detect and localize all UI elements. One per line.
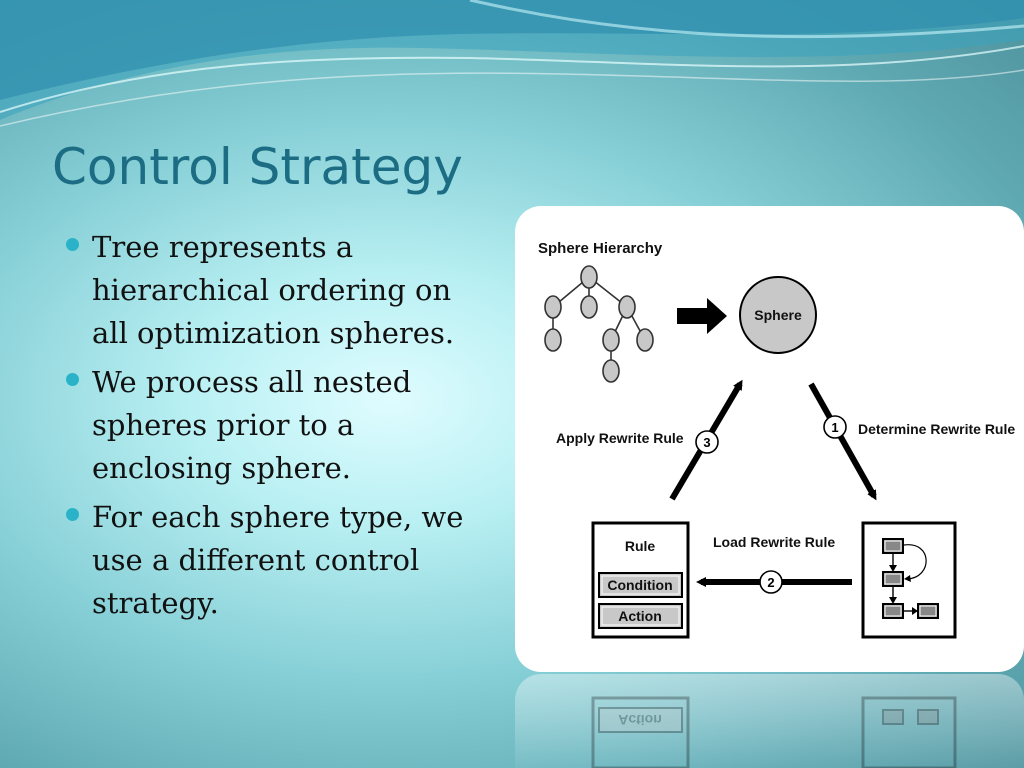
tree-node: [636, 328, 654, 352]
block-arrow: [677, 298, 727, 334]
action-box: [598, 603, 683, 629]
step1-label: Determine Rewrite Rule: [858, 421, 1015, 437]
reflection-action-label: Action: [618, 712, 662, 728]
decorative-waves: [0, 0, 1024, 127]
bullet-icon: [66, 373, 79, 386]
tree-node: [544, 328, 562, 352]
bullet-icon: [66, 238, 79, 251]
bullet-list: Tree represents a hierarchical ordering …: [66, 226, 496, 631]
bullet-text: We process all nested spheres prior to a…: [92, 365, 412, 485]
step2-badge: [759, 570, 783, 594]
tree-node: [580, 265, 598, 289]
sphere-label: Sphere: [754, 307, 802, 323]
tree-node: [618, 295, 636, 319]
step1-arrow: [808, 382, 877, 501]
bullet-icon: [66, 508, 79, 521]
control-strategy-diagram: Sphere Hierarchy Sphere 1 Determine: [538, 240, 1015, 639]
step1-number: 1: [831, 420, 838, 435]
reflection-graphic: Action: [591, 696, 957, 768]
step3-number: 3: [703, 435, 710, 450]
tree-node: [602, 359, 620, 383]
action-label: Action: [618, 608, 662, 624]
rule-title: Rule: [625, 538, 656, 554]
tree-node: [544, 295, 562, 319]
hierarchy-label: Sphere Hierarchy: [538, 240, 663, 257]
bullet-text: Tree represents a hierarchical ordering …: [92, 230, 455, 350]
sphere-node: [739, 276, 817, 354]
bullet-item: For each sphere type, we use a different…: [66, 496, 496, 625]
tree-node: [602, 328, 620, 352]
step3-label: Apply Rewrite Rule: [556, 430, 684, 446]
bullet-item: We process all nested spheres prior to a…: [66, 361, 496, 490]
condition-box: [598, 572, 683, 598]
step2-label: Load Rewrite Rule: [713, 534, 835, 550]
step3-badge: [695, 430, 719, 454]
hierarchy-tree: [544, 265, 654, 383]
diagram-reflection: Action: [515, 674, 1024, 768]
slide-title: Control Strategy: [52, 138, 463, 196]
strategy-flowchart: [882, 538, 939, 619]
step2-number: 2: [767, 575, 774, 590]
condition-label: Condition: [607, 577, 672, 593]
tree-node: [580, 295, 598, 319]
bullet-text: For each sphere type, we use a different…: [92, 500, 464, 620]
bullet-item: Tree represents a hierarchical ordering …: [66, 226, 496, 355]
step1-badge: [823, 415, 847, 439]
diagram-panel: Sphere Hierarchy Sphere 1 Determine: [515, 206, 1024, 672]
